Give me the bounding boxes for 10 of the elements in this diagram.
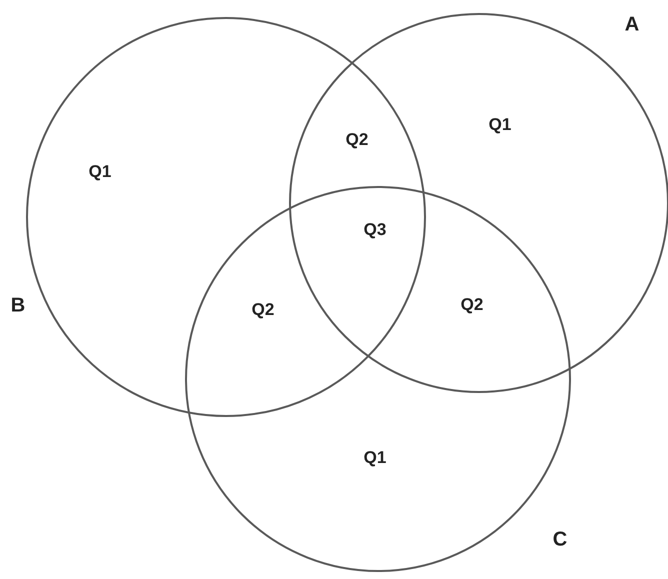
region-label: Q2 — [460, 295, 484, 315]
region-label: Q1 — [488, 115, 512, 135]
region-label: Q2 — [346, 130, 368, 150]
set-label: B — [10, 294, 26, 318]
region-label: Q1 — [88, 162, 112, 182]
set-label: A — [624, 14, 640, 36]
region-label: Q3 — [364, 220, 386, 240]
region-label: Q1 — [364, 448, 386, 468]
region-label: Q2 — [252, 300, 274, 320]
set-label: C — [552, 528, 568, 552]
